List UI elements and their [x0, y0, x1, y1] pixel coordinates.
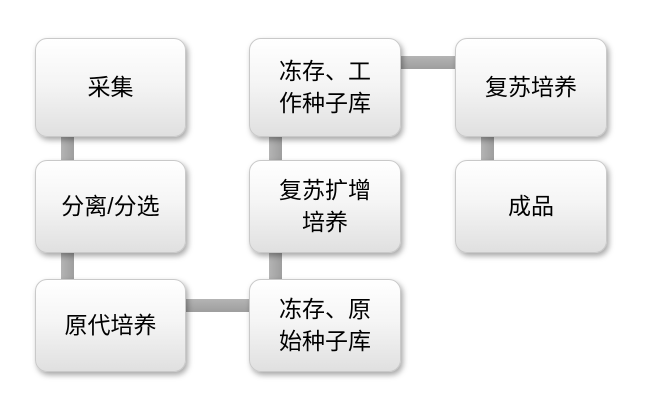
node-cryo-original-seed-bank: 冻存、原 始种子库: [249, 279, 401, 372]
node-finished-product-label: 成品: [508, 192, 554, 219]
node-primary-culture: 原代培养: [35, 279, 186, 372]
node-finished-product: 成品: [455, 160, 607, 253]
node-recovery-expansion-culture: 复苏扩增 培养: [249, 160, 401, 253]
node-cryo-working-seed-bank-label: 冻存、工 作种子库: [279, 58, 371, 116]
node-recovery-culture-label: 复苏培养: [485, 73, 577, 100]
node-recovery-culture: 复苏培养: [455, 38, 607, 137]
node-primary-culture-label: 原代培养: [64, 311, 157, 338]
node-cryo-original-seed-bank-label: 冻存、原 始种子库: [279, 296, 371, 354]
node-collection-label: 采集: [87, 73, 134, 100]
connector-primary-culture-to-cryo-original: [175, 299, 260, 312]
node-collection: 采集: [35, 38, 186, 137]
node-recovery-expansion-culture-label: 复苏扩增 培养: [279, 177, 371, 235]
node-cryo-working-seed-bank: 冻存、工 作种子库: [249, 38, 401, 137]
connector-cryo-working-to-recovery-culture: [390, 56, 465, 69]
node-separation-sorting: 分离/分选: [35, 160, 186, 253]
node-separation-sorting-label: 分离/分选: [61, 192, 160, 219]
